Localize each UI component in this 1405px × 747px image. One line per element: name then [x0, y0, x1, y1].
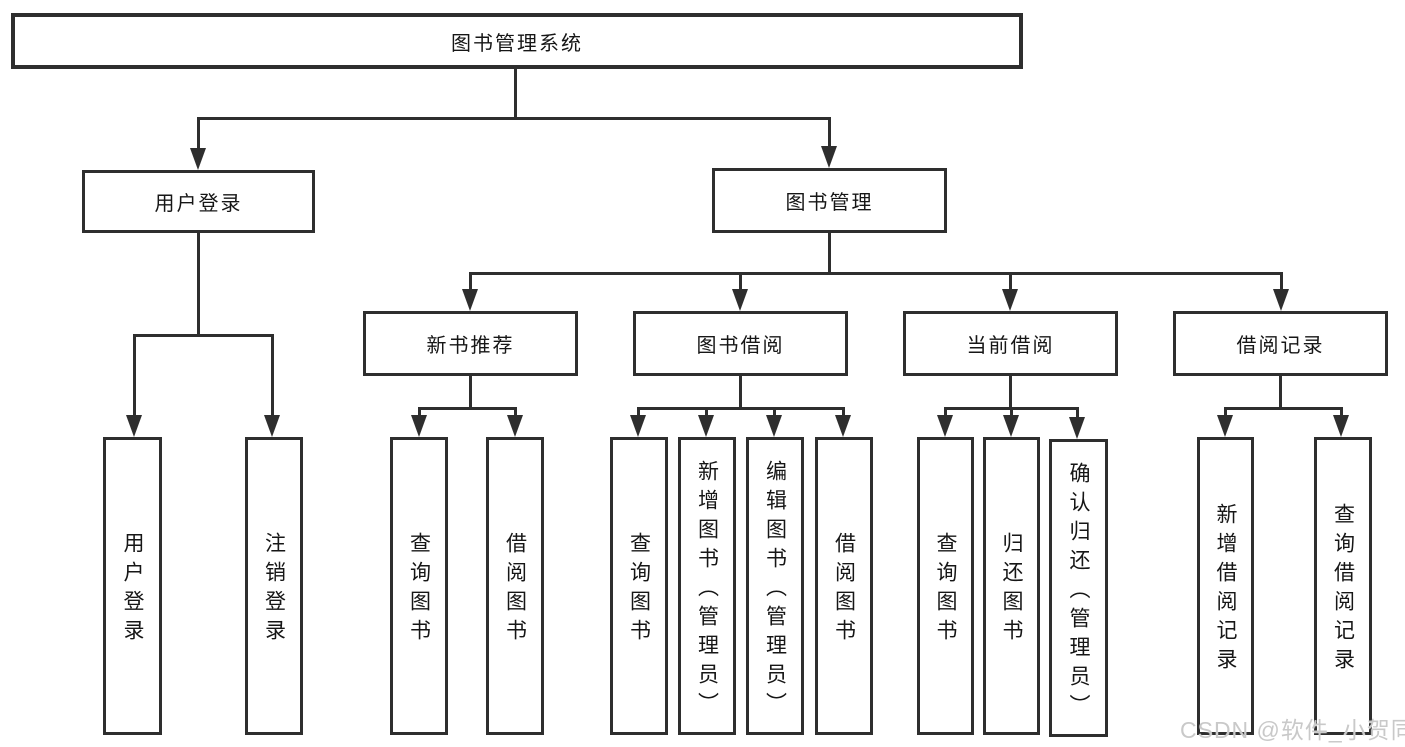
connector-stub-current-borrow [1009, 272, 1012, 291]
node-new-book-recommend: 新书推荐 [363, 311, 578, 376]
leaf-query-borrow-record: 查询借阅记录 [1314, 437, 1372, 735]
connector-stub-user-login [197, 117, 200, 150]
arrowhead-current-borrow-icon [1002, 289, 1018, 311]
arrowhead-return-books-icon [1003, 415, 1019, 437]
connector-stub-query3 [944, 407, 947, 417]
node-user-login-label: 用户登录 [154, 193, 243, 215]
leaf-borrow-books-2-label: 借阅图书 [832, 532, 856, 648]
leaf-edit-books-admin-label: 编辑图书（管理员） [763, 459, 787, 721]
connector-stub-return-books [1010, 407, 1013, 417]
node-book-borrow-label: 图书借阅 [696, 335, 785, 357]
leaf-query-books-3: 查询图书 [917, 437, 974, 735]
leaf-query-books-1: 查询图书 [390, 437, 448, 735]
arrowhead-borrow1-icon [507, 415, 523, 437]
node-current-borrow-label: 当前借阅 [966, 335, 1055, 357]
connector-rail-level2 [197, 117, 831, 120]
connector-stub-query2 [637, 407, 640, 417]
leaf-logout: 注销登录 [245, 437, 303, 735]
connector-stub-borrow-records [1280, 272, 1283, 291]
connector-rail-borrow-records [1224, 407, 1343, 410]
leaf-add-borrow-record-label: 新增借阅记录 [1214, 503, 1237, 677]
connector-book-borrow-feed [739, 376, 742, 409]
leaf-query-borrow-record-label: 查询借阅记录 [1331, 503, 1355, 677]
leaf-edit-books-admin: 编辑图书（管理员） [746, 437, 804, 735]
arrowhead-add-books-icon [698, 415, 714, 437]
leaf-query-books-1-label: 查询图书 [407, 532, 431, 648]
leaf-confirm-return-admin: 确认归还（管理员） [1049, 439, 1108, 737]
arrowhead-query2-icon [630, 415, 646, 437]
connector-stub-query-record [1340, 407, 1343, 417]
leaf-user-login: 用户登录 [103, 437, 162, 735]
csdn-watermark: CSDN @软件_小贺同学 [1180, 717, 1405, 743]
connector-stub-confirm-return [1076, 407, 1079, 419]
connector-stub-borrow1 [514, 407, 517, 417]
connector-user-login-feed [197, 233, 200, 336]
node-root: 图书管理系统 [11, 13, 1023, 69]
connector-stub-add-books [705, 407, 708, 417]
leaf-borrow-books-1: 借阅图书 [486, 437, 544, 735]
node-book-borrow: 图书借阅 [633, 311, 848, 376]
arrowhead-query1-icon [411, 415, 427, 437]
arrowhead-book-borrow-icon [732, 289, 748, 311]
arrowhead-new-book-icon [462, 289, 478, 311]
connector-rail-user-login [133, 334, 274, 337]
node-user-login: 用户登录 [82, 170, 315, 233]
connector-rail-level3 [469, 272, 1283, 275]
leaf-query-books-2-label: 查询图书 [627, 532, 651, 648]
node-root-label: 图书管理系统 [451, 32, 583, 55]
leaf-query-books-3-label: 查询图书 [934, 532, 957, 648]
arrowhead-borrow-records-icon [1273, 289, 1289, 311]
arrowhead-leaf-logout-icon [264, 415, 280, 437]
node-book-management-label: 图书管理 [785, 192, 874, 214]
connector-stub-edit-books [773, 407, 776, 417]
node-book-management: 图书管理 [712, 168, 947, 233]
connector-book-management-feed [828, 233, 831, 274]
leaf-return-books: 归还图书 [983, 437, 1040, 735]
node-new-book-recommend-label: 新书推荐 [426, 335, 515, 357]
node-borrow-records-label: 借阅记录 [1236, 335, 1325, 357]
leaf-logout-label: 注销登录 [262, 532, 286, 648]
connector-current-borrow-feed [1009, 376, 1012, 409]
leaf-user-login-label: 用户登录 [121, 532, 144, 648]
leaf-add-books-admin: 新增图书（管理员） [678, 437, 736, 735]
connector-stub-leaf-logout [271, 334, 274, 417]
arrowhead-borrow2-icon [835, 415, 851, 437]
arrowhead-confirm-return-icon [1069, 417, 1085, 439]
arrowhead-edit-books-icon [766, 415, 782, 437]
arrowhead-book-management-icon [821, 146, 837, 168]
connector-rail-new-book [418, 407, 517, 410]
connector-stub-borrow2 [842, 407, 845, 417]
connector-borrow-records-feed [1279, 376, 1282, 409]
leaf-borrow-books-2: 借阅图书 [815, 437, 873, 735]
leaf-add-borrow-record: 新增借阅记录 [1197, 437, 1254, 735]
connector-stub-book-management [828, 117, 831, 148]
connector-stub-book-borrow [739, 272, 742, 291]
leaf-borrow-books-1-label: 借阅图书 [503, 532, 527, 648]
arrowhead-query3-icon [937, 415, 953, 437]
arrowhead-user-login-icon [190, 148, 206, 170]
connector-root-feed [514, 69, 517, 119]
connector-stub-query1 [418, 407, 421, 417]
connector-stub-add-record [1224, 407, 1227, 417]
leaf-add-books-admin-label: 新增图书（管理员） [695, 459, 719, 721]
connector-new-book-feed [469, 376, 472, 410]
arrowhead-add-record-icon [1217, 415, 1233, 437]
node-current-borrow: 当前借阅 [903, 311, 1118, 376]
connector-stub-leaf-user-login [133, 334, 136, 417]
arrowhead-query-record-icon [1333, 415, 1349, 437]
leaf-return-books-label: 归还图书 [1000, 532, 1023, 648]
leaf-query-books-2: 查询图书 [610, 437, 668, 735]
connector-stub-new-book [469, 272, 472, 291]
leaf-confirm-return-admin-label: 确认归还（管理员） [1067, 461, 1090, 723]
arrowhead-leaf-user-login-icon [126, 415, 142, 437]
node-borrow-records: 借阅记录 [1173, 311, 1388, 376]
connector-rail-book-borrow [637, 407, 845, 410]
